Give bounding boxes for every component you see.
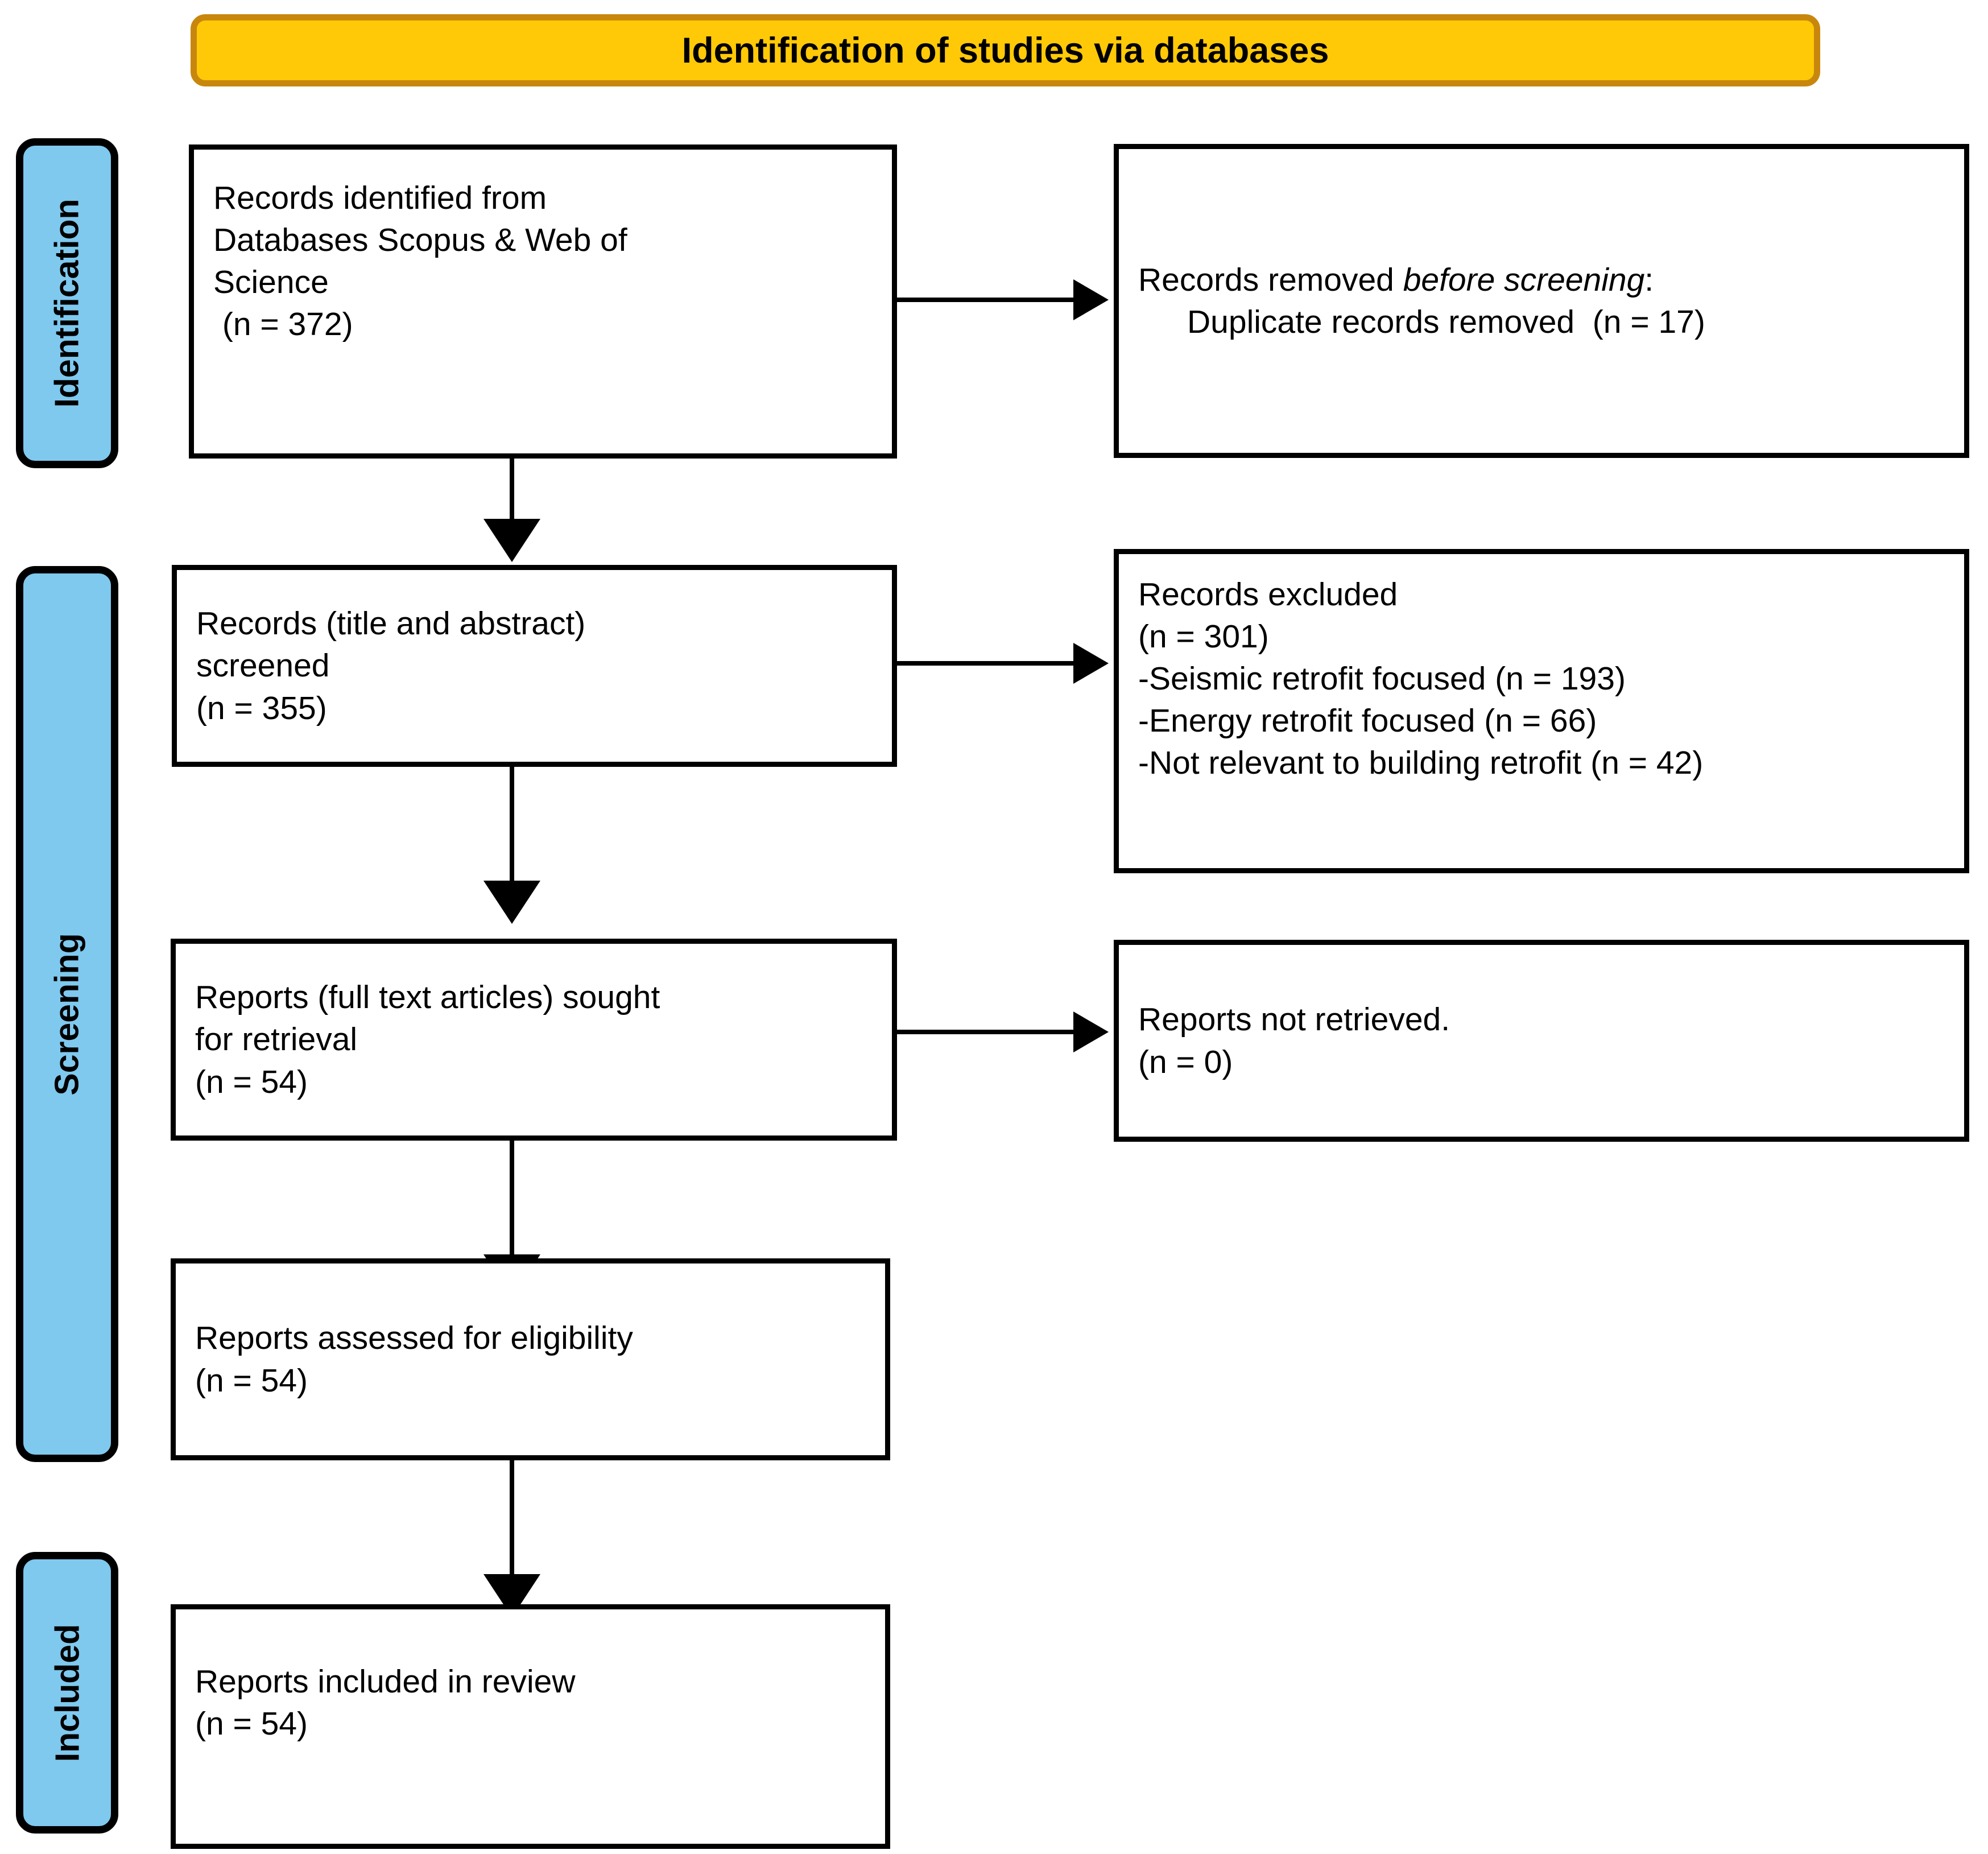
reports-sought-line-2: for retrieval <box>195 1021 358 1058</box>
box-reports-included: Reports included in review (n = 54) <box>171 1604 890 1849</box>
records-identified-line-1: Records identified from <box>213 180 547 216</box>
records-screened-line-1: Records (title and abstract) <box>196 605 586 642</box>
arrow-screened-to-sought-shaft <box>510 767 514 887</box>
diagram-header-banner: Identification of studies via databases <box>191 14 1820 86</box>
arrow-screened-to-excluded-head <box>1073 643 1109 684</box>
box-reports-assessed: Reports assessed for eligibility (n = 54… <box>171 1258 890 1460</box>
reports-not-retrieved-line-1: Reports not retrieved. <box>1138 1001 1450 1038</box>
box-records-excluded: Records excluded (n = 301) -Seismic retr… <box>1114 549 1969 873</box>
arrow-sought-to-assessed-shaft <box>510 1141 514 1261</box>
records-removed-suffix: : <box>1644 261 1654 298</box>
stage-band-screening-label: Screening <box>48 932 86 1096</box>
reports-assessed-line-1: Reports assessed for eligibility <box>195 1320 633 1357</box>
reports-not-retrieved-count: (n = 0) <box>1138 1043 1233 1080</box>
records-removed-prefix: Records removed <box>1138 261 1403 298</box>
stage-band-included: Included <box>16 1552 118 1834</box>
records-identified-line-3: Science <box>213 264 329 301</box>
reports-included-count: (n = 54) <box>195 1706 308 1742</box>
page-title: Identification of studies via databases <box>681 30 1329 71</box>
arrow-assessed-to-included-shaft <box>510 1460 514 1581</box>
records-removed-line-1: Records removed before screening: <box>1138 259 1945 301</box>
arrow-identified-to-removed-head <box>1073 279 1109 320</box>
stage-band-included-label: Included <box>48 1624 86 1762</box>
records-identified-count: (n = 372) <box>213 306 353 343</box>
records-excluded-line-1: Records excluded <box>1138 576 1398 613</box>
records-excluded-reason-1: -Seismic retrofit focused (n = 193) <box>1138 660 1626 697</box>
box-records-identified: Records identified from Databases Scopus… <box>189 144 897 459</box>
arrow-screened-to-excluded-shaft <box>897 661 1073 666</box>
box-reports-sought: Reports (full text articles) sought for … <box>171 939 897 1141</box>
box-records-screened: Records (title and abstract) screened (n… <box>172 565 897 767</box>
arrow-sought-to-not-retrieved-head <box>1073 1011 1109 1052</box>
arrow-sought-to-not-retrieved-shaft <box>897 1030 1073 1034</box>
records-excluded-reason-3: -Not relevant to building retrofit (n = … <box>1138 745 1704 782</box>
records-excluded-reason-2: -Energy retrofit focused (n = 66) <box>1138 703 1597 740</box>
records-screened-line-2: screened <box>196 647 330 684</box>
reports-included-line-1: Reports included in review <box>195 1663 576 1700</box>
stage-band-screening: Screening <box>16 566 118 1462</box>
records-identified-line-2: Databases Scopus & Web of <box>213 222 627 259</box>
arrow-identified-to-removed-shaft <box>897 298 1073 302</box>
records-removed-italic: before screening <box>1403 261 1645 298</box>
arrow-identified-to-screened-shaft <box>510 459 514 526</box>
stage-band-identification: Identification <box>16 138 118 468</box>
arrow-screened-to-sought-head <box>483 881 540 924</box>
reports-assessed-count: (n = 54) <box>195 1362 308 1399</box>
stage-band-identification-label: Identification <box>48 199 86 408</box>
reports-sought-count: (n = 54) <box>195 1063 308 1100</box>
arrow-identified-to-screened-head <box>483 519 540 562</box>
reports-sought-line-1: Reports (full text articles) sought <box>195 979 660 1016</box>
records-screened-count: (n = 355) <box>196 689 327 726</box>
box-reports-not-retrieved: Reports not retrieved. (n = 0) <box>1114 940 1969 1142</box>
records-removed-line-2: Duplicate records removed (n = 17) <box>1187 304 1705 340</box>
box-records-removed: Records removed before screening: Duplic… <box>1114 144 1969 458</box>
records-excluded-count: (n = 301) <box>1138 618 1269 655</box>
